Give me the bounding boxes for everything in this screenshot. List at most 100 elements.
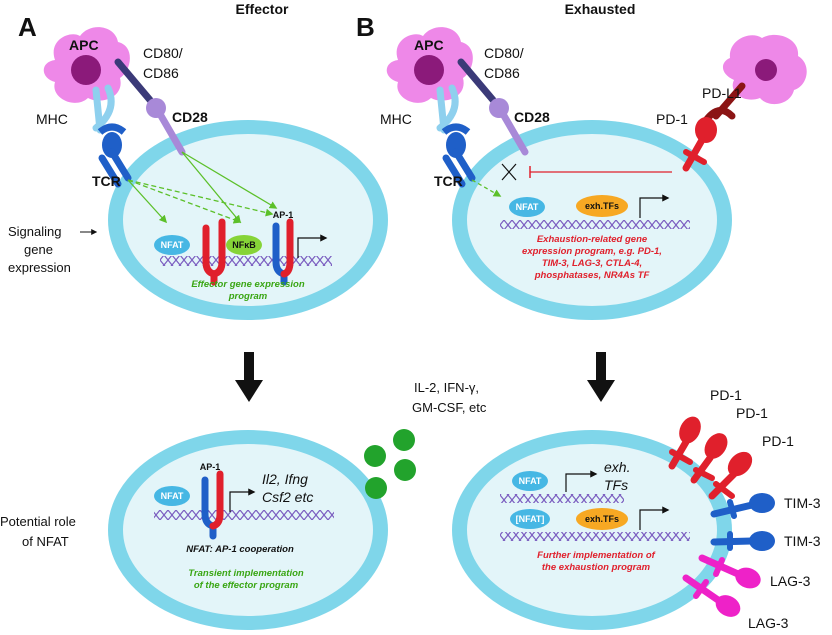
cd80-molecule-b xyxy=(457,58,497,104)
tim3-receptor xyxy=(710,531,775,551)
transient-1: Transient implementation xyxy=(188,568,304,579)
ap1-label: AP-1 xyxy=(273,210,294,220)
signaling-label-3: expression xyxy=(8,260,71,275)
cd80-label-2: CD86 xyxy=(143,65,179,81)
exhaustion-program-4: phosphatases, NR4As TF xyxy=(534,270,650,281)
effector-genes-2: Csf2 etc xyxy=(262,489,313,505)
cytokines-label-1: IL-2, IFN-γ, xyxy=(414,380,479,395)
tcr-cap xyxy=(97,123,127,135)
apc-nucleus xyxy=(71,55,101,85)
ap1-jun-1 xyxy=(210,218,226,278)
signaling-label-1: Signaling xyxy=(8,224,62,239)
cd80-molecule xyxy=(114,58,154,104)
exh-tfs-oval xyxy=(576,195,628,217)
cd80-label-1: CD80/ xyxy=(143,45,183,61)
tcr-alpha xyxy=(102,132,122,158)
nfat-label-bottom: NFAT xyxy=(161,491,184,501)
cytokine-dot xyxy=(364,445,386,467)
panel-a-letter: A xyxy=(18,12,37,42)
mhc-label-b: MHC xyxy=(380,111,412,127)
cytokine-dot xyxy=(365,477,387,499)
ap1-bottom-red xyxy=(209,470,224,530)
panel-b-title: Exhausted xyxy=(565,1,636,17)
transient-2: of the effector program xyxy=(194,580,299,591)
pd1-receptor xyxy=(690,433,728,484)
cd28-label-b: CD28 xyxy=(514,109,550,125)
nfat-oval-bottom xyxy=(154,486,190,506)
lag3-receptor xyxy=(682,574,741,617)
tcr-stalk-2 xyxy=(98,154,122,188)
dna-helix-bb-1 xyxy=(500,494,624,503)
panel-a-bottom: NFAT AP-1 Il2, Ifng Csf2 etc NFAT: AP-1 … xyxy=(0,380,487,630)
tcr-label: TCR xyxy=(92,173,121,189)
pd1-label-1: PD-1 xyxy=(710,387,742,403)
nfat-label-b: NFAT xyxy=(516,202,539,212)
nfat-oval-b xyxy=(509,197,545,217)
exhausted-cell-bottom-nucleus xyxy=(467,444,717,616)
cytokine-dot xyxy=(393,429,415,451)
pd1-receptor xyxy=(708,451,753,500)
dna-helix-bb-2 xyxy=(500,532,690,541)
exh-tfs-text-2: TFs xyxy=(604,477,628,493)
nfat-label-bb: NFAT xyxy=(519,476,542,486)
lag3-label-1: LAG-3 xyxy=(770,573,811,589)
exh-tfs-label: exh.TFs xyxy=(585,201,619,211)
nfat-ap1-coop: NFAT: AP-1 cooperation xyxy=(186,544,294,555)
apc-label: APC xyxy=(69,37,99,53)
nfat-oval-bb xyxy=(512,471,548,491)
potential-label-2: of NFAT xyxy=(22,534,69,549)
transcription-arrow-bottom xyxy=(229,488,256,512)
exhaustion-program-3: TIM-3, LAG-3, CTLA-4, xyxy=(542,258,642,269)
exhaustion-program-1: Exhaustion-related gene xyxy=(537,234,648,245)
transcription-arrow-b xyxy=(639,194,670,218)
tim3-label-2: TIM-3 xyxy=(784,533,821,549)
dna-helix xyxy=(160,256,332,266)
nfat-oval xyxy=(154,235,190,255)
tcr-cap-b xyxy=(441,123,471,135)
lag3-label-2: LAG-3 xyxy=(748,615,789,631)
signaling-label-2: gene xyxy=(24,242,53,257)
exh-tfs-label-bb: exh.TFs xyxy=(585,514,619,524)
panel-b-letter: B xyxy=(356,12,375,42)
pdl1-label: PD-L1 xyxy=(702,85,742,101)
pd1-head-top xyxy=(695,117,717,143)
cd80-label-b-1: CD80/ xyxy=(484,45,524,61)
lag3-receptor xyxy=(698,554,761,589)
panel-b-top: B Exhausted APC CD80/ CD86 CD28 MHC TCR … xyxy=(356,1,807,320)
transcription-arrow xyxy=(297,234,328,258)
apc-label-b: APC xyxy=(414,37,444,53)
tcr-stalk-1 xyxy=(108,148,132,182)
effector-program-2: program xyxy=(228,291,268,302)
tcr-stalk-b-2 xyxy=(442,154,466,188)
cytokines-label-2: GM-CSF, etc xyxy=(412,400,487,415)
mhc-label: MHC xyxy=(36,111,68,127)
tim3-receptor xyxy=(710,493,775,519)
cd28-label: CD28 xyxy=(172,109,208,125)
exh-tfs-oval-bb xyxy=(576,508,628,530)
arrow-down-a xyxy=(235,352,263,402)
arrow-down-b xyxy=(587,352,615,402)
weak-signal-arrow xyxy=(471,179,502,197)
cd28-stalk-b xyxy=(499,110,529,156)
dna-helix-bottom xyxy=(154,510,334,520)
tcr-label-b: TCR xyxy=(434,173,463,189)
panel-a-title: Effector xyxy=(236,1,289,17)
nfkb-oval xyxy=(226,235,262,255)
ap1-label-bottom: AP-1 xyxy=(200,462,221,472)
transcription-arrow-bb-1 xyxy=(565,470,598,492)
mhc-molecule xyxy=(92,84,115,134)
effector-program-1: Effector gene expression xyxy=(191,279,305,290)
block-x xyxy=(501,163,517,181)
cd80-label-b-2: CD86 xyxy=(484,65,520,81)
pd1-bar-top xyxy=(683,149,707,165)
pd1-receptor xyxy=(668,416,701,470)
nfat-bracket-oval xyxy=(510,509,550,529)
cytokine-dot xyxy=(394,459,416,481)
nfkb-label: NFκB xyxy=(232,240,256,250)
tim3-label-1: TIM-3 xyxy=(784,495,821,511)
apc-nucleus-b xyxy=(414,55,444,85)
potential-label-1: Potential role xyxy=(0,514,76,529)
transcription-arrow-bb-2 xyxy=(639,506,670,530)
exhaustion-program-2: expression program, e.g. PD-1, xyxy=(522,246,662,257)
ap1-red xyxy=(280,218,294,278)
